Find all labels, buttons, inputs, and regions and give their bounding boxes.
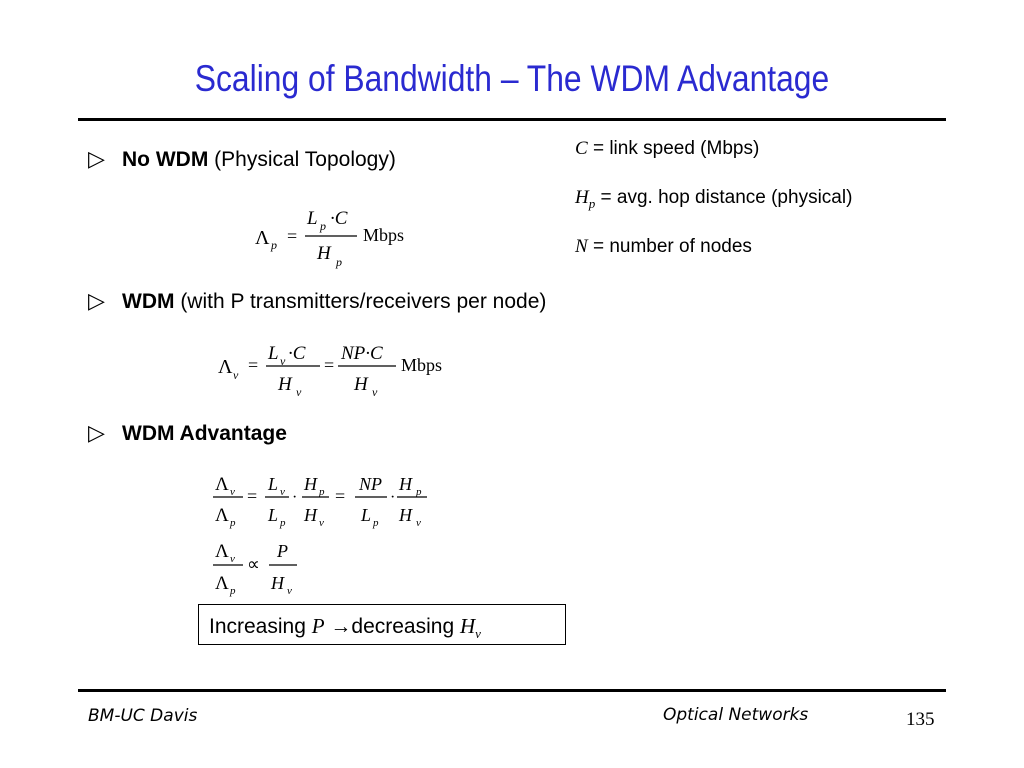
eq-subscript: v bbox=[287, 585, 292, 597]
eq-numerator: P bbox=[276, 541, 288, 561]
definition-symbol: N bbox=[575, 236, 588, 257]
definition-text: = number of nodes bbox=[587, 236, 752, 257]
eq-equals: = bbox=[287, 226, 297, 246]
definition-symbol: H bbox=[575, 187, 589, 208]
eq-numerator-rest: ·C bbox=[330, 208, 348, 229]
eq-lambda: Λ bbox=[215, 474, 229, 495]
footer-left: BM-UC Davis bbox=[88, 706, 198, 726]
eq-subscript: v bbox=[372, 385, 378, 399]
eq-denominator: H bbox=[277, 374, 293, 395]
eq-numerator: H bbox=[398, 474, 413, 494]
proportional-icon: ∝ bbox=[247, 554, 260, 574]
bullet-triangle-icon: ▷ bbox=[88, 288, 105, 313]
bullet-wdm: ▷ WDM (with P transmitters/receivers per … bbox=[88, 288, 546, 314]
eq-equals: = bbox=[335, 486, 345, 506]
eq-subscript: v bbox=[233, 368, 239, 382]
eq-denominator: H bbox=[303, 505, 318, 525]
page-number: 135 bbox=[906, 709, 935, 730]
footer-center: Optical Networks bbox=[663, 705, 809, 725]
eq-subscript: v bbox=[416, 517, 421, 529]
eq-lambda: Λ bbox=[215, 505, 229, 526]
bullet-text: (with P transmitters/receivers per node) bbox=[174, 290, 547, 313]
definition-n: N = number of nodes bbox=[575, 236, 752, 258]
eq-subscript: v bbox=[319, 517, 324, 529]
bullet-bold-text: No WDM bbox=[122, 148, 209, 171]
eq-unit: Mbps bbox=[363, 225, 404, 245]
eq-equals: = bbox=[248, 355, 258, 375]
eq-numerator-rest: ·C bbox=[288, 343, 306, 364]
eq-dot: · bbox=[390, 489, 395, 506]
eq-subscript: p bbox=[372, 517, 379, 529]
eq-denominator: L bbox=[360, 505, 371, 525]
eq-equals: = bbox=[247, 486, 257, 506]
eq-lambda: Λ bbox=[218, 356, 233, 378]
equation-proportional: Λ v Λ p ∝ P H v bbox=[213, 541, 297, 597]
eq-subscript: p bbox=[415, 486, 422, 498]
definition-c: C = link speed (Mbps) bbox=[575, 138, 759, 160]
eq-subscript: p bbox=[335, 255, 342, 269]
eq-numerator: L bbox=[306, 208, 318, 229]
eq-unit: Mbps bbox=[401, 355, 442, 375]
conclusion-box: Increasing P →decreasing Hv bbox=[198, 604, 566, 645]
definition-subscript: p bbox=[588, 195, 596, 211]
eq-subscript: p bbox=[229, 585, 236, 597]
eq-denominator: H bbox=[398, 505, 413, 525]
eq-lambda: Λ bbox=[215, 541, 229, 562]
bullet-triangle-icon: ▷ bbox=[88, 420, 105, 445]
eq-subscript: p bbox=[270, 238, 277, 252]
title-divider bbox=[78, 118, 946, 121]
bullet-no-wdm: ▷ No WDM (Physical Topology) bbox=[88, 146, 396, 172]
conclusion-subscript: v bbox=[475, 626, 481, 642]
eq-numerator: NP·C bbox=[340, 343, 383, 364]
eq-numerator: L bbox=[267, 343, 279, 364]
eq-subscript: v bbox=[230, 553, 235, 565]
definition-symbol: C bbox=[575, 138, 588, 159]
eq-numerator: NP bbox=[358, 474, 382, 494]
slide-title: Scaling of Bandwidth – The WDM Advantage bbox=[194, 58, 830, 99]
bullet-text: (Physical Topology) bbox=[208, 148, 396, 171]
equation-ratio: Λ v Λ p = L v L p · H p H v = NP L p · H… bbox=[213, 474, 427, 529]
eq-subscript: v bbox=[280, 354, 286, 368]
eq-lambda: Λ bbox=[215, 573, 229, 594]
eq-subscript: p bbox=[229, 517, 236, 529]
definition-text: = link speed (Mbps) bbox=[587, 138, 760, 159]
equation-wdm: Λ v = L v ·C H v = NP·C H v Mbps bbox=[218, 343, 442, 399]
eq-numerator: H bbox=[303, 474, 318, 494]
conclusion-text: Increasing bbox=[209, 615, 312, 638]
eq-denominator: L bbox=[267, 505, 278, 525]
definition-hp: Hp = avg. hop distance (physical) bbox=[575, 187, 852, 212]
bullet-triangle-icon: ▷ bbox=[88, 146, 105, 171]
eq-lambda: Λ bbox=[255, 227, 270, 249]
eq-denominator: H bbox=[353, 374, 369, 395]
conclusion-var: P bbox=[311, 614, 325, 638]
arrow-right-icon: → bbox=[324, 615, 352, 638]
eq-denominator: H bbox=[316, 243, 332, 264]
eq-subscript: p bbox=[318, 486, 325, 498]
eq-subscript: v bbox=[280, 486, 285, 498]
conclusion-var: H bbox=[459, 614, 476, 638]
conclusion-text: decreasing bbox=[351, 615, 460, 638]
eq-dot: · bbox=[292, 489, 297, 506]
eq-numerator: L bbox=[267, 474, 278, 494]
equation-no-wdm: Λ p = L p ·C H p Mbps bbox=[255, 208, 404, 269]
footer-divider bbox=[78, 689, 946, 692]
bullet-bold-text: WDM Advantage bbox=[122, 422, 287, 445]
definition-text: = avg. hop distance (physical) bbox=[595, 187, 853, 208]
eq-denominator: H bbox=[270, 573, 285, 593]
eq-equals: = bbox=[324, 355, 334, 375]
eq-subscript: v bbox=[296, 385, 302, 399]
bullet-bold-text: WDM bbox=[122, 290, 175, 313]
eq-subscript: v bbox=[230, 486, 235, 498]
eq-subscript: p bbox=[319, 219, 326, 233]
eq-subscript: p bbox=[279, 517, 286, 529]
bullet-wdm-advantage: ▷ WDM Advantage bbox=[88, 420, 287, 446]
